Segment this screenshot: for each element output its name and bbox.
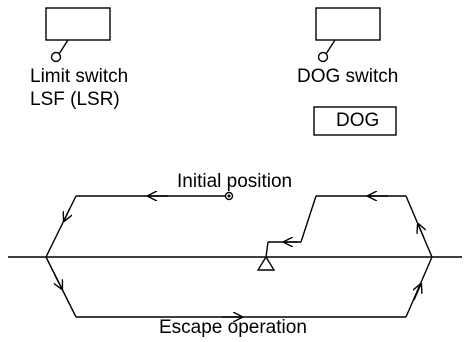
limit-switch-body <box>45 7 111 41</box>
arrow-left-down <box>64 207 70 221</box>
dog-label: DOG <box>336 110 380 131</box>
stop-drop <box>265 241 269 258</box>
dog-drop-diagonal <box>300 195 317 243</box>
dog-switch-label: DOG switch <box>297 66 399 87</box>
arrow-upper-right-up <box>418 224 424 239</box>
dog-switch-lever <box>325 39 336 55</box>
limit-switch-contact <box>50 51 62 63</box>
dog-block <box>313 106 397 136</box>
escape-operation-label: Escape operation <box>159 317 307 338</box>
limit-switch-label: Limit switch <box>30 66 129 87</box>
dog-switch-body <box>315 7 381 41</box>
arrow-lower-left-down <box>55 274 62 289</box>
dog-switch-contact <box>317 51 329 63</box>
initial-position-dot-center <box>227 194 231 198</box>
limit-switch-id-label: LSF (LSR) <box>30 89 120 110</box>
origin-marker-triangle <box>256 255 276 271</box>
upper-left-diagonal <box>45 195 77 258</box>
initial-position-label: Initial position <box>177 171 293 192</box>
arrow-lower-right-up <box>414 284 421 301</box>
limit-switch-lever <box>58 39 69 55</box>
